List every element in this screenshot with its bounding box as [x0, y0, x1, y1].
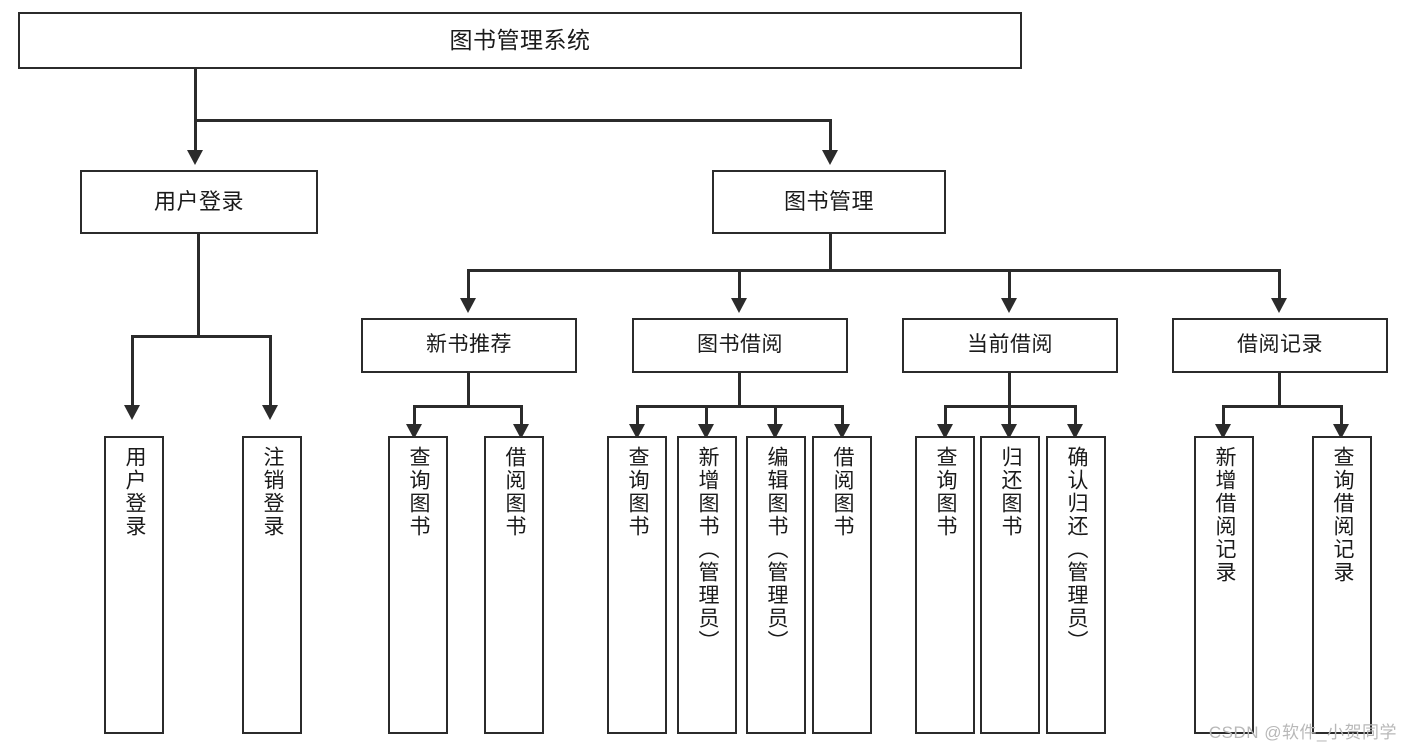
connector-user-login-to-leaf-2 [269, 335, 272, 408]
arrowhead-root-to-user-login [187, 150, 203, 165]
connector-root-stem [194, 69, 197, 121]
node-new-book-recommendation[interactable]: 新书推荐 [361, 318, 577, 373]
leaf-add-book-admin[interactable]: 新增图书（管理员） [677, 436, 737, 734]
leaf-logout[interactable]: 注销登录 [242, 436, 302, 734]
connector-nb-to-leaf-2 [520, 405, 523, 427]
node-label: 查询图书 [626, 446, 650, 538]
connector-cb-to-leaf-1 [944, 405, 947, 427]
connector-book-management-bus [467, 269, 1281, 272]
arrowhead-cb-to-leaf-2 [1001, 424, 1017, 439]
leaf-edit-book-admin[interactable]: 编辑图书（管理员） [746, 436, 806, 734]
node-label: 确认归还（管理员） [1065, 446, 1089, 653]
connector-br-to-leaf-2 [1340, 405, 1343, 427]
arrowhead-bb-to-leaf-3 [767, 424, 783, 439]
connector-bb-to-leaf-4 [841, 405, 844, 427]
arrowhead-br-to-leaf-2 [1333, 424, 1349, 439]
connector-root-bus [194, 119, 832, 122]
connector-nb-to-leaf-1 [413, 405, 416, 427]
node-label: 编辑图书（管理员） [765, 446, 789, 653]
connector-bb-to-leaf-1 [636, 405, 639, 427]
arrowhead-bb-to-leaf-4 [834, 424, 850, 439]
node-label: 查询图书 [934, 446, 958, 538]
connector-bb-to-leaf-2 [705, 405, 708, 427]
connector-new-book-stem [467, 373, 470, 408]
connector-book-borrow-bus [636, 405, 844, 408]
node-label: 当前借阅 [967, 333, 1053, 357]
leaf-query-books-new-book[interactable]: 查询图书 [388, 436, 448, 734]
arrowhead-user-login-to-leaf-2 [262, 405, 278, 420]
connector-borrow-record-bus [1222, 405, 1342, 408]
node-label: 查询借阅记录 [1331, 446, 1355, 584]
node-borrow-record[interactable]: 借阅记录 [1172, 318, 1388, 373]
connector-bm-to-new-book [467, 269, 470, 301]
leaf-borrow-books-new-book[interactable]: 借阅图书 [484, 436, 544, 734]
connector-user-login-to-leaf-1 [131, 335, 134, 408]
connector-user-login-bus [131, 335, 272, 338]
connector-new-book-bus [413, 405, 523, 408]
connector-bm-to-borrow-record [1278, 269, 1281, 301]
arrowhead-bm-to-current-borrow [1001, 298, 1017, 313]
connector-bm-to-current-borrow [1008, 269, 1011, 301]
arrowhead-bb-to-leaf-1 [629, 424, 645, 439]
node-label: 新增借阅记录 [1213, 446, 1237, 584]
arrowhead-bm-to-book-borrow [731, 298, 747, 313]
node-label: 图书管理 [783, 189, 874, 215]
arrowhead-nb-to-leaf-1 [406, 424, 422, 439]
connector-bb-to-leaf-3 [774, 405, 777, 427]
node-label: 注销登录 [261, 446, 285, 538]
arrowhead-nb-to-leaf-2 [513, 424, 529, 439]
connector-current-borrow-stem [1008, 373, 1011, 408]
node-label: 新书推荐 [426, 333, 512, 357]
leaf-confirm-return-admin[interactable]: 确认归还（管理员） [1046, 436, 1106, 734]
arrowhead-cb-to-leaf-1 [937, 424, 953, 439]
leaf-query-books-borrow[interactable]: 查询图书 [607, 436, 667, 734]
connector-user-login-stem [197, 234, 200, 338]
leaf-borrow-books[interactable]: 借阅图书 [812, 436, 872, 734]
node-label: 借阅图书 [831, 446, 855, 538]
node-label: 借阅记录 [1237, 333, 1323, 357]
node-user-login[interactable]: 用户登录 [80, 170, 318, 234]
arrowhead-cb-to-leaf-3 [1067, 424, 1083, 439]
leaf-query-borrow-record[interactable]: 查询借阅记录 [1312, 436, 1372, 734]
leaf-add-borrow-record[interactable]: 新增借阅记录 [1194, 436, 1254, 734]
node-current-borrow[interactable]: 当前借阅 [902, 318, 1118, 373]
arrowhead-user-login-to-leaf-1 [124, 405, 140, 420]
arrowhead-bm-to-new-book [460, 298, 476, 313]
node-book-management[interactable]: 图书管理 [712, 170, 946, 234]
node-label: 用户登录 [123, 446, 147, 538]
connector-root-to-book-management [829, 119, 832, 153]
connector-borrow-record-stem [1278, 373, 1281, 408]
node-label: 新增图书（管理员） [696, 446, 720, 653]
node-label: 归还图书 [999, 446, 1023, 538]
leaf-user-login[interactable]: 用户登录 [104, 436, 164, 734]
connector-cb-to-leaf-3 [1074, 405, 1077, 427]
node-root-library-management-system[interactable]: 图书管理系统 [18, 12, 1022, 69]
connector-cb-to-leaf-2 [1008, 405, 1011, 427]
leaf-return-books[interactable]: 归还图书 [980, 436, 1040, 734]
connector-root-to-user-login [194, 119, 197, 153]
node-label: 图书管理系统 [449, 26, 591, 53]
connector-book-borrow-stem [738, 373, 741, 408]
connector-br-to-leaf-1 [1222, 405, 1225, 427]
node-label: 借阅图书 [503, 446, 527, 538]
leaf-query-books-current[interactable]: 查询图书 [915, 436, 975, 734]
arrowhead-br-to-leaf-1 [1215, 424, 1231, 439]
node-book-borrow[interactable]: 图书借阅 [632, 318, 848, 373]
node-label: 查询图书 [407, 446, 431, 538]
connector-bm-to-book-borrow [738, 269, 741, 301]
arrowhead-root-to-book-management [822, 150, 838, 165]
node-label: 图书借阅 [697, 333, 783, 357]
arrowhead-bb-to-leaf-2 [698, 424, 714, 439]
connector-book-management-stem [829, 234, 832, 272]
node-label: 用户登录 [153, 189, 244, 215]
arrowhead-bm-to-borrow-record [1271, 298, 1287, 313]
